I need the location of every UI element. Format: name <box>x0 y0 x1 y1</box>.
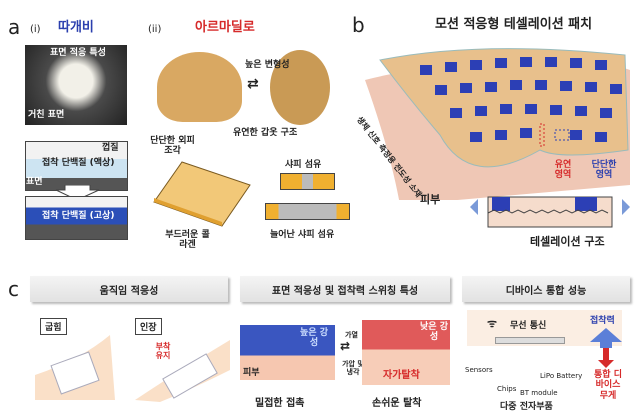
photo-label-top: 표면 적응 특성 <box>50 48 106 58</box>
equilibrium-arrows-icon: ⇄ <box>247 76 259 92</box>
skin-label-c: 피부 <box>243 368 260 378</box>
bt-label: BT module <box>520 389 558 397</box>
stretched-sharpey: 늘어난 샤피 섬유 <box>270 230 335 240</box>
layer-box-solid <box>25 196 128 240</box>
wireless-label: 무선 통신 <box>510 321 547 331</box>
skin-label: 피부 <box>420 193 441 206</box>
adhesion-label: 접착력 <box>590 316 615 326</box>
sharpey: 샤피 섬유 <box>285 160 322 170</box>
flex-region: 유연 영역 <box>554 160 572 181</box>
sub-ii: (ii) <box>148 24 162 35</box>
armadillo-image <box>157 52 242 122</box>
adhesion-keep: 부착 유지 <box>155 342 171 361</box>
press-cool-label: 가압 및 냉각 <box>342 360 364 377</box>
header-surface: 표면 적응성 및 접착력 스위칭 특성 <box>240 276 450 302</box>
multi-components: 다중 전자부품 <box>500 402 553 412</box>
switch-arrows-icon: ⇄ <box>340 339 351 353</box>
fiber-bar <box>280 173 335 190</box>
hard-scale: 단단한 외피 조각 <box>150 136 195 157</box>
heat-label: 가열 <box>345 331 358 339</box>
low-stiffness-block <box>362 320 450 385</box>
panel-b-title: 모션 적응형 테셀레이션 패치 <box>435 17 593 32</box>
device-weight: 통합 디바이스 무게 <box>594 370 622 401</box>
barnacle-title: 따개비 <box>58 20 94 35</box>
panel-a-label: a <box>8 15 21 39</box>
stretched-fiber-bar <box>265 203 350 220</box>
panel-b-label: b <box>352 13 365 37</box>
layer-liquid: 접착 단백질 (액상) <box>42 158 115 168</box>
stretch-label: 인장 <box>135 318 162 335</box>
flexible-armor: 유연한 갑옷 구조 <box>233 128 298 138</box>
circuit-board <box>495 337 565 344</box>
self-detach: 자가탈착 <box>383 370 420 381</box>
hex-plate <box>153 161 251 227</box>
low-stiff: 낮은 강성 <box>420 322 448 343</box>
header-motion: 움직임 적응성 <box>30 276 228 302</box>
sensors-label: Sensors <box>465 366 493 374</box>
wifi-icon: ᯤ <box>487 317 498 330</box>
chips-label: Chips <box>497 385 517 393</box>
photo-label-bottom: 거친 표면 <box>28 110 65 120</box>
arm-illustrations <box>35 335 230 402</box>
force-arrows-icon <box>590 328 622 368</box>
tessellation-patch <box>365 48 630 200</box>
down-arrow-icon <box>55 185 100 200</box>
bend-label: 굽힘 <box>40 318 67 335</box>
tessellation-cross-section <box>470 196 630 228</box>
high-stiffness-block <box>240 325 335 380</box>
soft-collagen: 부드러운 콜라겐 <box>165 230 210 251</box>
tess-structure-label: 테셀레이션 구조 <box>530 235 605 248</box>
close-contact: 밀접한 접촉 <box>255 398 305 409</box>
layer-box-liquid <box>25 141 128 191</box>
armadillo-curled-image <box>270 50 330 125</box>
armadillo-title: 아르마딜로 <box>195 20 255 35</box>
layer-solid: 접착 단백질 (고상) <box>42 211 115 221</box>
header-device: 디바이스 통합 성능 <box>462 276 630 302</box>
panel-c-label: c <box>8 277 19 301</box>
easy-detach: 손쉬운 탈착 <box>372 398 422 409</box>
sub-i: (i) <box>30 24 41 35</box>
high-deform: 높은 변형성 <box>245 60 290 70</box>
rigid-region: 단단한 영역 <box>591 160 617 181</box>
layer-shell: 껍질 <box>102 143 119 153</box>
barnacle-photo <box>25 45 127 125</box>
high-stiff: 높은 강성 <box>300 328 328 349</box>
battery-label: LiPo Battery <box>540 372 583 380</box>
layer-surface: 표면 <box>26 177 43 187</box>
